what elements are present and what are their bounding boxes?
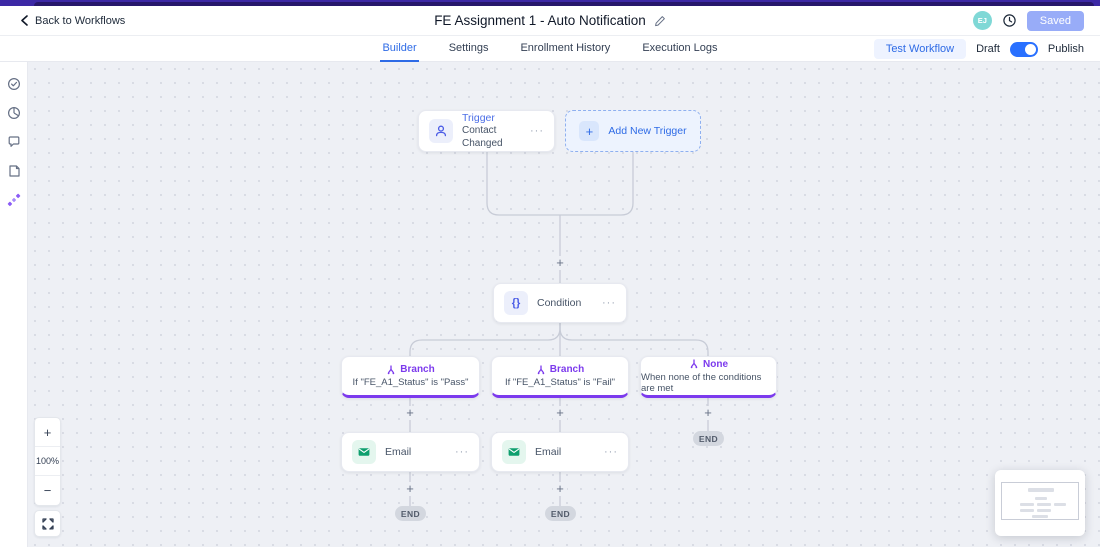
fit-screen-button[interactable]: [34, 510, 61, 537]
branch-condition-text: If "FE_A1_Status" is "Pass": [352, 377, 469, 388]
tab-bar: Builder Settings Enrollment History Exec…: [0, 36, 1100, 62]
branch-header: Branch: [386, 364, 435, 375]
email-label: Email: [535, 446, 562, 458]
email-node-fail[interactable]: Email ···: [491, 432, 629, 472]
add-new-trigger-button[interactable]: + Add New Trigger: [565, 110, 701, 152]
email-envelope-icon: [352, 440, 376, 464]
email-more-options-icon[interactable]: ···: [604, 445, 618, 458]
branch-label: Branch: [549, 364, 585, 375]
zoom-out-button[interactable]: −: [43, 483, 52, 498]
branch-split-icon: [537, 364, 545, 374]
trigger-more-options-icon[interactable]: ···: [530, 124, 544, 137]
zoom-panel: + 100% −: [34, 417, 61, 506]
history-clock-icon[interactable]: [1002, 13, 1017, 28]
tabs: Builder Settings Enrollment History Exec…: [0, 36, 1100, 62]
tab-execution-logs[interactable]: Execution Logs: [642, 42, 718, 54]
branch-split-icon: [690, 359, 698, 369]
edit-title-icon[interactable]: [654, 15, 666, 27]
branch-fail-card[interactable]: Branch If "FE_A1_Status" is "Fail": [491, 356, 629, 398]
branch-condition-text: When none of the conditions are met: [641, 371, 762, 394]
email-node-pass[interactable]: Email ···: [341, 432, 480, 472]
condition-more-options-icon[interactable]: ···: [602, 296, 616, 309]
branch-split-icon: [387, 364, 395, 374]
branch-label: Branch: [400, 364, 435, 375]
tab-enrollment-history[interactable]: Enrollment History: [520, 42, 611, 54]
end-badge: END: [395, 506, 426, 521]
branch-header: None: [689, 359, 728, 370]
pie-chart-icon[interactable]: [6, 105, 21, 120]
tab-right-controls: Test Workflow Draft Publish: [873, 36, 1084, 62]
condition-braces-icon: {}: [504, 291, 528, 315]
trigger-text: Trigger Contact Changed: [462, 112, 521, 150]
add-new-trigger-label: Add New Trigger: [608, 125, 687, 137]
email-more-options-icon[interactable]: ···: [455, 445, 469, 458]
minimap[interactable]: [995, 470, 1085, 536]
test-workflow-button[interactable]: Test Workflow: [873, 39, 967, 59]
trigger-sublabel: Contact Changed: [462, 125, 503, 149]
page-title: FE Assignment 1 - Auto Notification: [434, 13, 646, 28]
workflow-canvas[interactable]: Trigger Contact Changed ··· + Add New Tr…: [28, 62, 1100, 547]
add-step-button[interactable]: +: [553, 482, 567, 496]
notes-icon[interactable]: [6, 163, 21, 178]
condition-node[interactable]: {} Condition ···: [493, 283, 627, 323]
branch-header: Branch: [536, 364, 584, 375]
add-step-button[interactable]: +: [403, 482, 417, 496]
back-label: Back to Workflows: [35, 14, 126, 27]
plus-icon: +: [579, 121, 600, 141]
add-step-button[interactable]: +: [553, 406, 567, 420]
branch-condition-text: If "FE_A1_Status" is "Fail": [504, 377, 616, 388]
end-badge: END: [693, 431, 724, 446]
add-step-button[interactable]: +: [553, 256, 567, 270]
tab-settings[interactable]: Settings: [448, 42, 489, 54]
workflow-ai-wand-icon[interactable]: [6, 192, 21, 207]
user-trigger-icon: [429, 119, 453, 143]
left-icon-rail: [0, 62, 28, 547]
minimap-viewport: [1001, 482, 1079, 520]
email-envelope-icon: [502, 440, 526, 464]
trigger-node[interactable]: Trigger Contact Changed ···: [418, 110, 555, 152]
branch-label: None: [703, 358, 728, 370]
expand-icon: [41, 517, 54, 530]
header: Back to Workflows FE Assignment 1 - Auto…: [0, 6, 1100, 36]
back-to-workflows-button[interactable]: Back to Workflows: [20, 15, 125, 27]
end-badge: END: [545, 506, 576, 521]
stats-check-icon[interactable]: [6, 76, 21, 91]
toggle-knob: [1024, 43, 1036, 55]
branch-none-card[interactable]: None When none of the conditions are met: [640, 356, 777, 398]
draft-label: Draft: [976, 43, 1000, 55]
avatar[interactable]: EJ: [972, 11, 992, 30]
add-step-button[interactable]: +: [701, 406, 715, 420]
publish-label: Publish: [1047, 43, 1084, 55]
email-label: Email: [385, 446, 412, 458]
window-top-bar: [0, 0, 1100, 6]
saved-button[interactable]: Saved: [1026, 10, 1084, 31]
zoom-in-button[interactable]: +: [35, 418, 60, 447]
window-top-bar-tab: [34, 2, 1094, 6]
title-area: FE Assignment 1 - Auto Notification: [0, 13, 1100, 28]
branch-pass-card[interactable]: Branch If "FE_A1_Status" is "Pass": [341, 356, 480, 398]
chat-bubble-icon[interactable]: [6, 134, 21, 149]
zoom-level: 100%: [35, 447, 60, 476]
condition-label: Condition: [537, 297, 582, 309]
add-step-button[interactable]: +: [403, 406, 417, 420]
trigger-label: Trigger: [462, 111, 495, 124]
chevron-left-icon: [21, 15, 28, 26]
tab-builder[interactable]: Builder: [380, 36, 419, 62]
header-right-controls: EJ Saved: [972, 10, 1084, 31]
publish-toggle[interactable]: [1009, 41, 1038, 57]
